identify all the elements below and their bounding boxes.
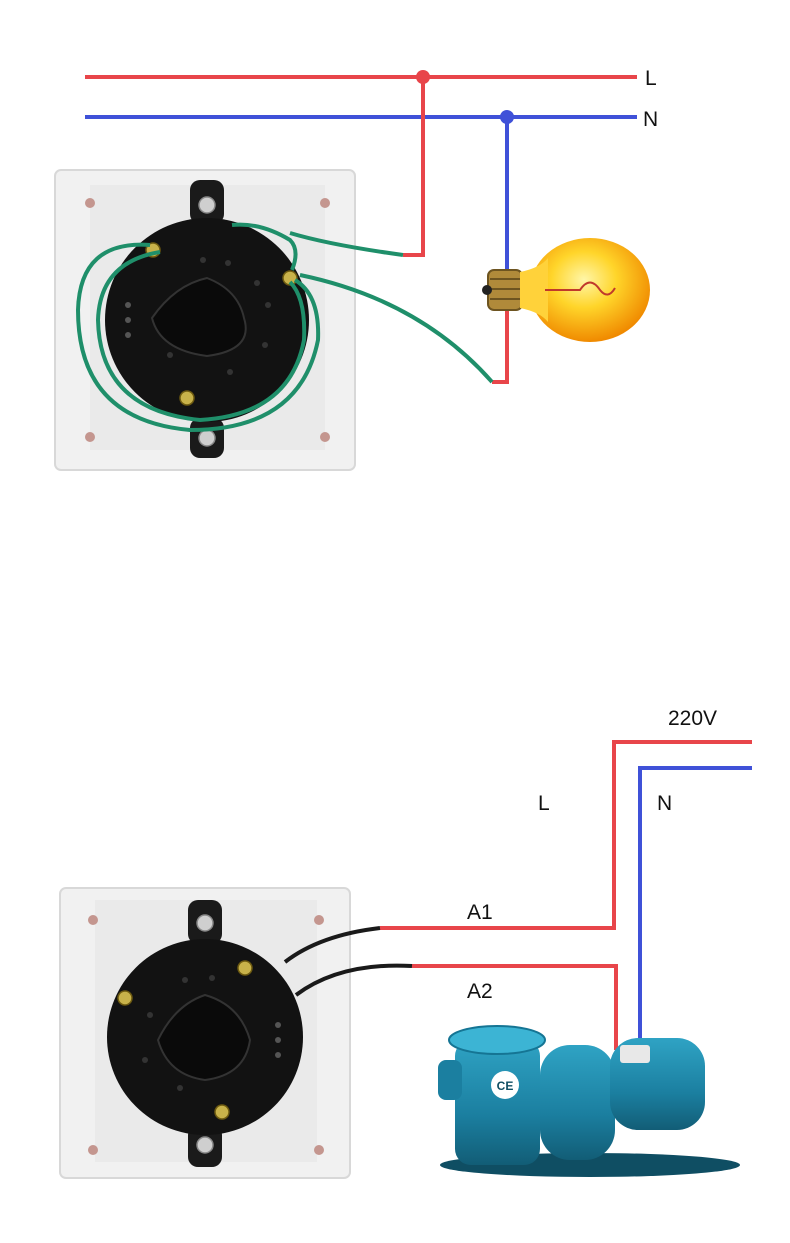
pool-pump: CE — [438, 1025, 740, 1177]
live-drop-wire — [403, 77, 425, 257]
black-wire-a1 — [283, 926, 381, 964]
strainer-lid — [448, 1025, 546, 1055]
switched-return-wire — [492, 300, 509, 384]
plate-screw — [198, 429, 216, 447]
mount-hole — [85, 198, 95, 208]
neutral-supply-wire — [638, 766, 752, 1050]
pump-inlet — [438, 1060, 462, 1100]
live-supply-wire — [380, 740, 752, 930]
ce-badge-text: CE — [497, 1079, 514, 1093]
neutral-label-bottom: N — [657, 792, 672, 815]
terminal-screw — [117, 990, 133, 1006]
line-label-bottom: L — [538, 792, 550, 815]
terminal-screw — [237, 960, 253, 976]
mount-hole — [314, 1145, 324, 1155]
green-wire-loop-2 — [95, 250, 307, 423]
bulb-glass — [530, 238, 650, 342]
top-wiring-diagram: L N — [54, 67, 658, 471]
green-jumper-wires — [75, 222, 494, 433]
green-wire-loop-1 — [75, 242, 321, 433]
green-wire-to-bulb — [299, 273, 494, 384]
bulb-neck — [520, 258, 548, 322]
switch-plate-bottom — [59, 887, 351, 1179]
plate-screw — [196, 1136, 214, 1154]
pump-volute — [540, 1045, 615, 1160]
terminal-a2-label: A2 — [467, 980, 493, 1003]
voltage-label: 220V — [668, 707, 717, 730]
line-label-top: L — [645, 67, 657, 90]
switch-knob — [156, 993, 252, 1082]
mount-hole — [320, 432, 330, 442]
mount-hole — [85, 432, 95, 442]
black-wire-a2 — [294, 963, 413, 997]
bottom-wiring-diagram: 220V L N A1 A2 — [59, 707, 752, 1179]
pump-strainer — [455, 1040, 540, 1165]
neutral-label-top: N — [643, 108, 658, 131]
terminal-screw — [282, 270, 298, 286]
mount-hole — [320, 198, 330, 208]
a2-pump-wire — [412, 964, 618, 1050]
mount-hole — [88, 915, 98, 925]
green-wire-top — [231, 222, 298, 271]
terminal-screw — [179, 390, 195, 406]
ce-badge — [491, 1071, 519, 1099]
terminal-screw — [214, 1104, 230, 1120]
motor-terminal-box — [620, 1045, 650, 1063]
light-bulb — [482, 238, 650, 342]
green-wire-to-live — [289, 231, 404, 257]
black-wires — [283, 926, 413, 997]
switch-knob — [150, 276, 247, 358]
mount-hole — [88, 1145, 98, 1155]
terminal-a1-label: A1 — [467, 901, 493, 924]
bulb-filament — [545, 281, 616, 296]
plate-screw — [196, 914, 214, 932]
plate-screw — [198, 196, 216, 214]
bulb-contact — [482, 285, 492, 295]
mount-hole — [314, 915, 324, 925]
